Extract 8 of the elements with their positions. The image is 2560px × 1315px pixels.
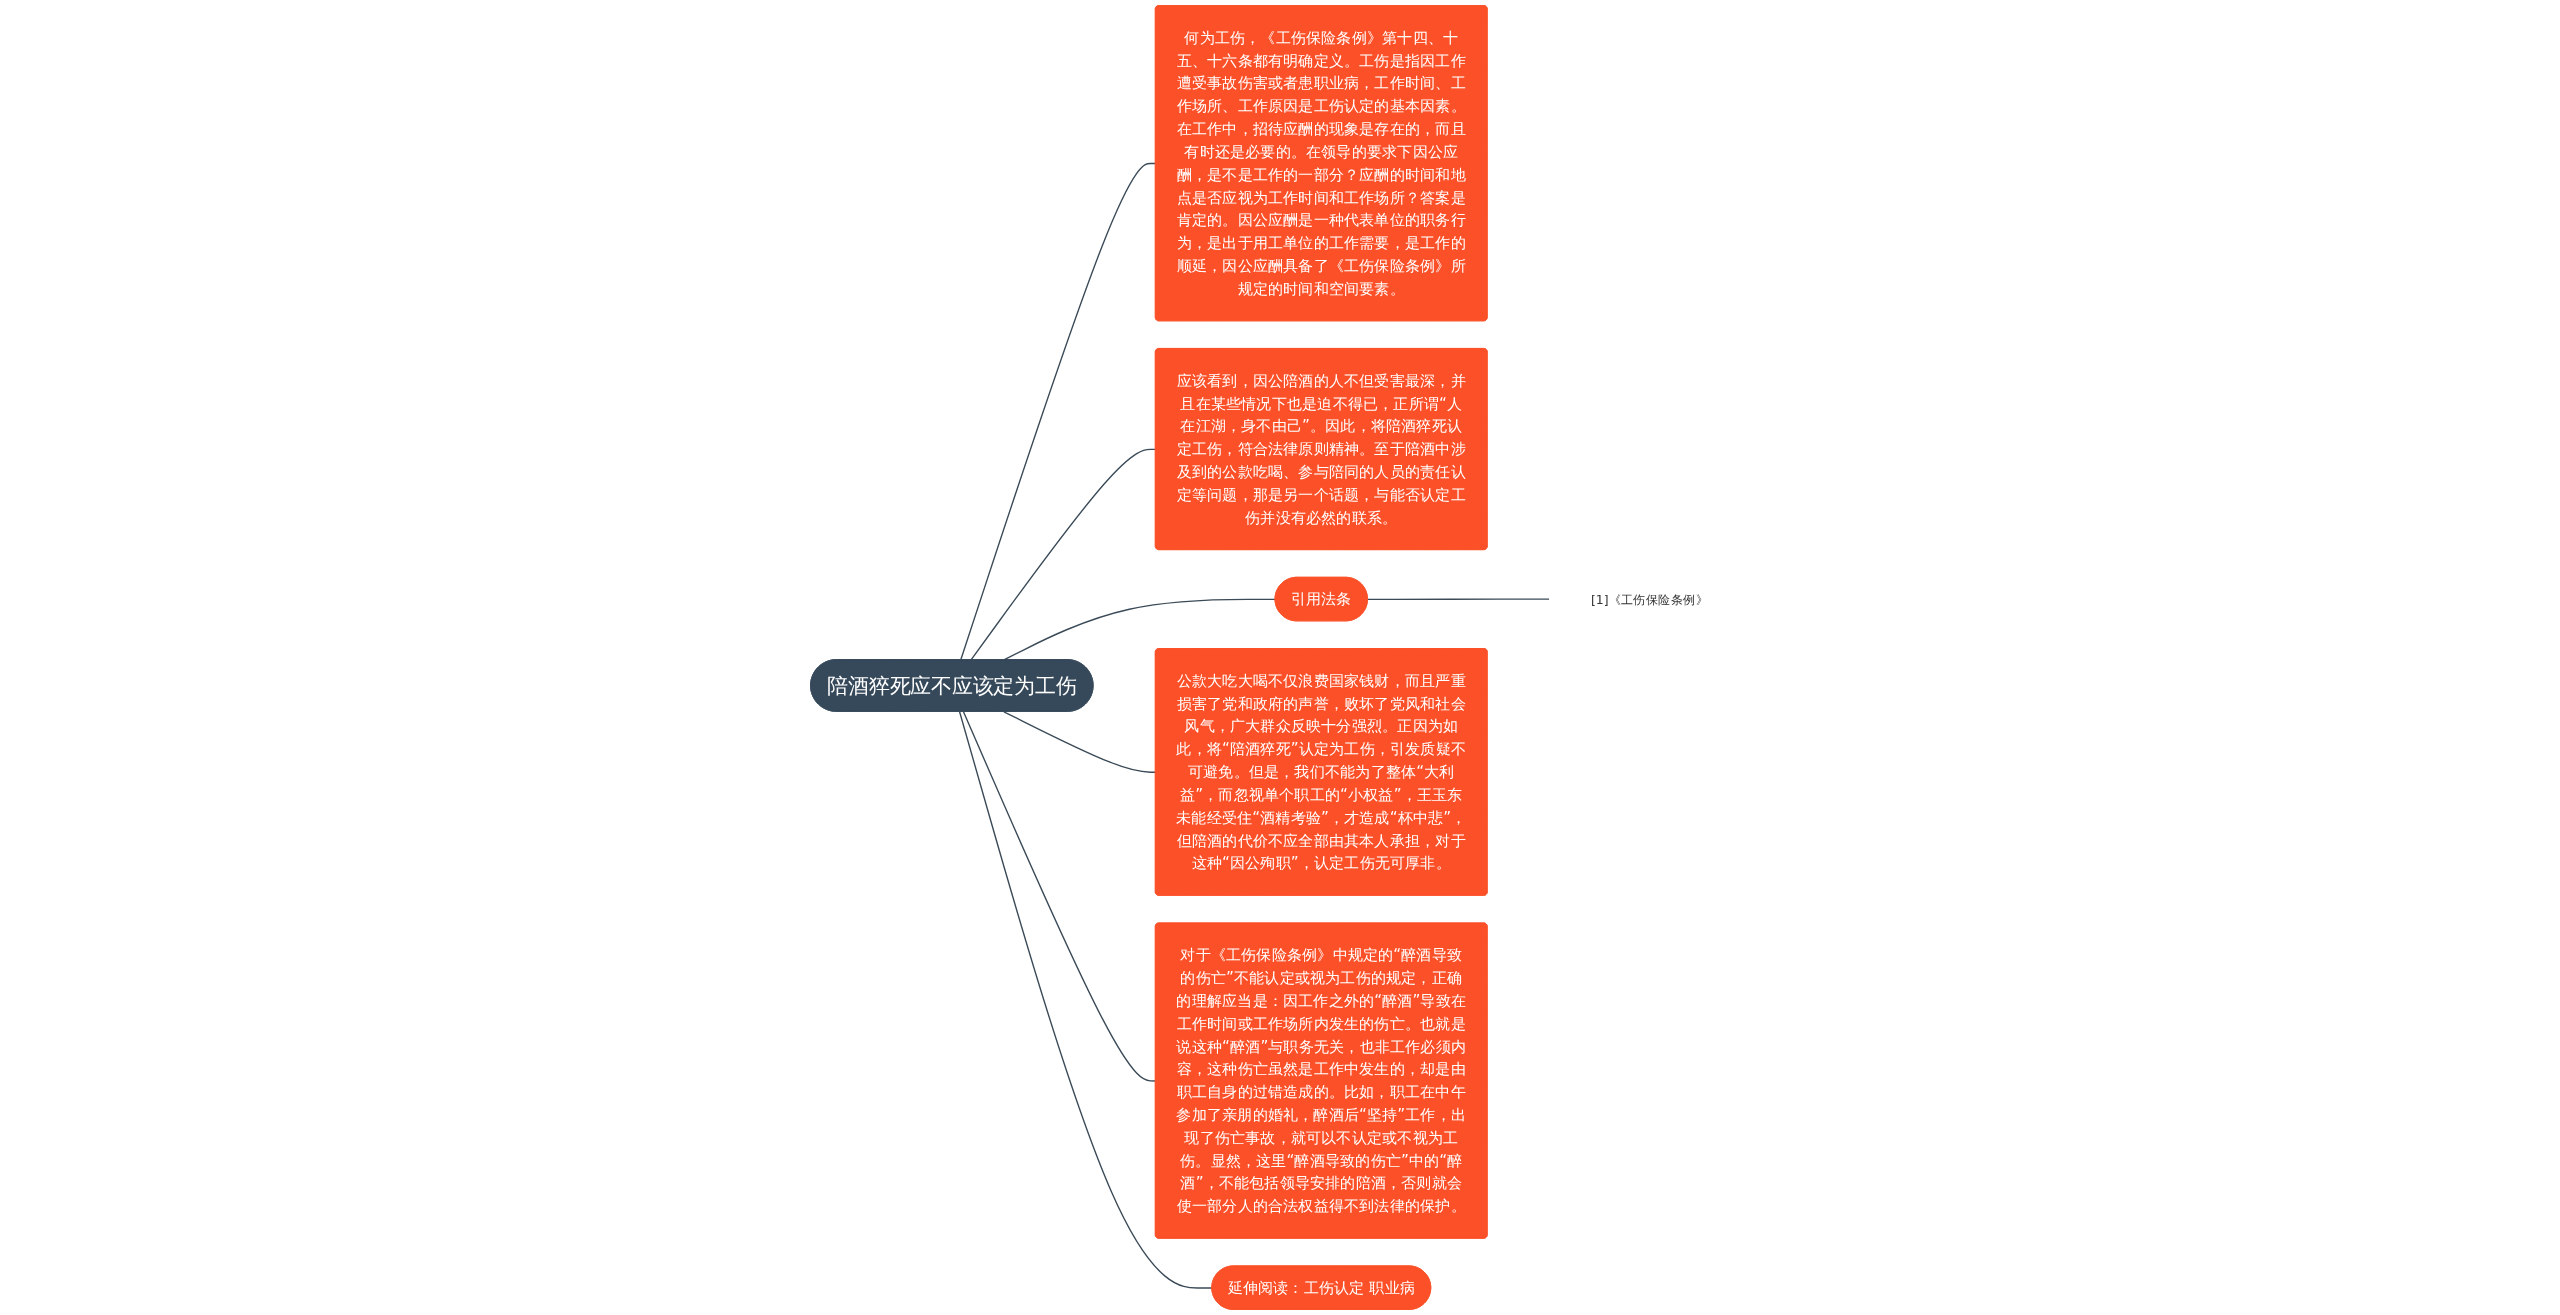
connector (970, 448, 1157, 661)
connector (1367, 598, 1551, 601)
connector (958, 711, 1213, 1289)
connector (1003, 598, 1276, 661)
connector (1003, 711, 1157, 773)
connector (962, 711, 1157, 1082)
connector (960, 162, 1157, 661)
node-text: [1]《工伤保险条例》 (1590, 591, 1709, 607)
